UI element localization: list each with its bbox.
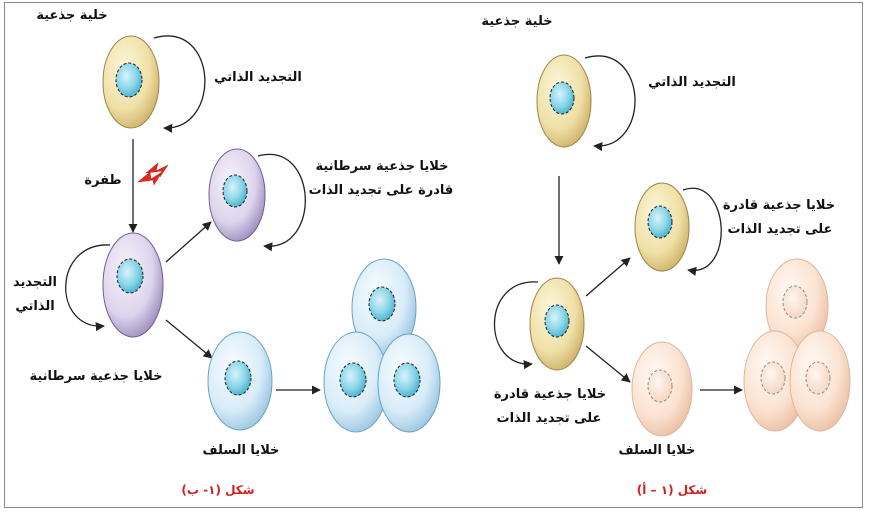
self-renewal-loop-top-b <box>153 35 206 133</box>
progenitor-cell-b <box>207 331 273 431</box>
label-progenitor-a: خلايا السلف <box>618 443 696 458</box>
caption-figure-a: شكل (١ – أ) <box>636 483 708 497</box>
label-cancer-stem-renewing-2: قادرة على تجديد الذات <box>308 183 454 198</box>
label-self-renewal-a: التجديد الذاتي <box>648 75 736 90</box>
caption-figure-b: شكل (١- ب) <box>181 483 255 497</box>
label-self-renewal-left-b-2: الذاتي <box>15 299 55 314</box>
label-renewing-stem-bottom-a-1: خلايا جذعية قادرة <box>493 387 607 402</box>
self-renewal-loop-right-a <box>682 187 722 276</box>
stem-cell-a <box>536 54 592 148</box>
progenitor-cluster-a <box>743 258 851 432</box>
label-mutation: طفرة <box>84 173 122 188</box>
cancer-stem-cell-renewing <box>208 148 266 242</box>
renewing-stem-cell-bottom-a <box>529 277 585 371</box>
progenitor-cluster-b <box>323 258 441 433</box>
arrow-to-renewing-top-a <box>585 257 631 297</box>
label-self-renewal-top-b: التجديد الذاتي <box>214 70 302 85</box>
label-stem-cell-b: خلية جذعية <box>36 8 108 23</box>
label-stem-cell-a: خلية جذعية <box>481 14 553 29</box>
lightning-icon <box>137 162 169 186</box>
label-renewing-stem-top-a-1: خلايا جذعية قادرة <box>722 198 836 213</box>
arrow-to-progenitor-b <box>165 319 213 359</box>
label-renewing-stem-bottom-a-2: على تجديد الذات <box>496 411 602 426</box>
cancer-stem-cell-mutant <box>102 232 164 338</box>
stem-cell-b <box>102 35 160 129</box>
label-self-renewal-left-b-1: التجديد <box>13 275 57 290</box>
progenitor-cell-a <box>631 341 693 437</box>
renewing-stem-cell-top-a <box>634 182 690 272</box>
label-cancer-stem-cells: خلايا جذعية سرطانية <box>29 369 163 384</box>
label-cancer-stem-renewing-1: خلايا جذعية سرطانية <box>315 159 449 174</box>
figure-frame <box>4 2 863 508</box>
label-progenitor-b: خلايا السلف <box>202 443 280 458</box>
self-renewal-loop-left-b <box>65 244 111 332</box>
arrow-to-cancer-stem-b <box>165 221 212 263</box>
label-renewing-stem-top-a-2: على تجديد الذات <box>727 222 833 237</box>
self-renewal-loop-top-a <box>584 55 636 152</box>
self-renewal-loop-left-a <box>493 281 539 370</box>
arrow-to-progenitor-a <box>585 345 631 383</box>
self-renewal-loop-right-b <box>257 153 306 252</box>
